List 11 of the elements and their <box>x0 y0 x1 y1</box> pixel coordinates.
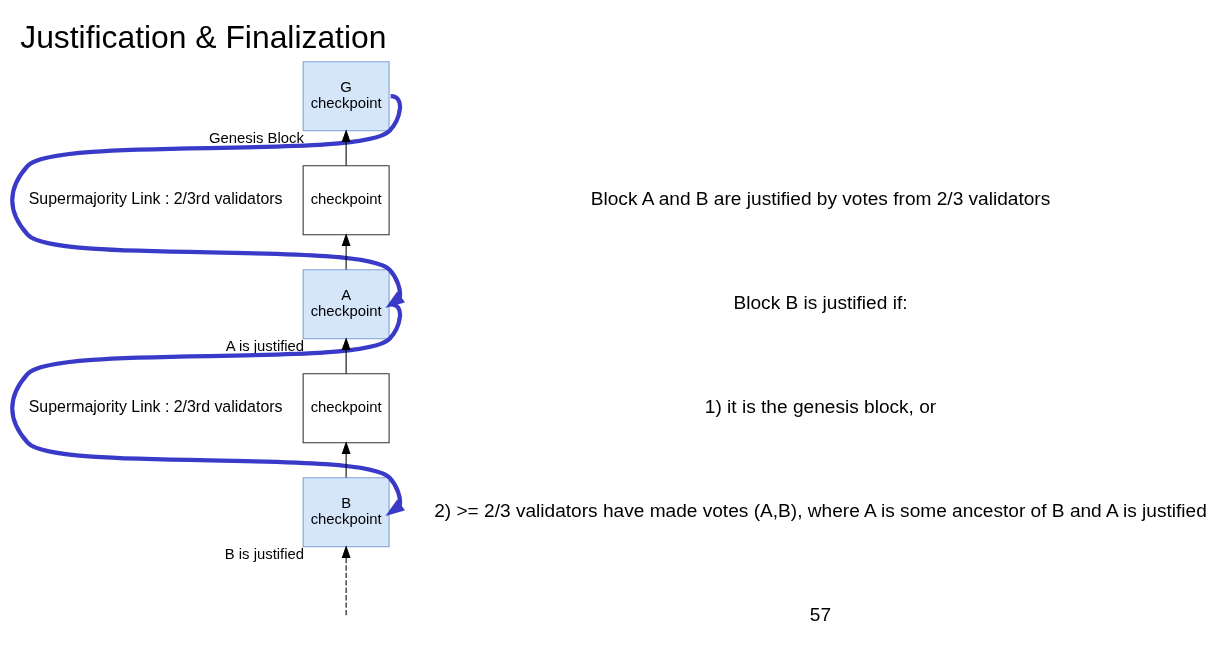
node-label: B is justified <box>224 545 305 562</box>
label: 1) it is the genesis block, or <box>704 395 937 417</box>
edge-label: Supermajority Link : 2/3rd validators <box>28 397 283 415</box>
label: Block A and B are justified by votes from 2/3 validators <box>590 187 1051 209</box>
label: Block B is justified if: <box>733 291 908 313</box>
label: 2) >= 2/3 validators have made votes (A,B), where A is some ancestor of B and A is justified <box>434 499 1207 521</box>
diagram-title: Justification & Finalization <box>20 18 387 55</box>
node-label: A is justified <box>225 337 305 354</box>
node-label: Genesis Block <box>209 129 304 146</box>
edge-label: Supermajority Link : 2/3rd validators <box>28 189 283 207</box>
label: 57 <box>809 603 832 625</box>
